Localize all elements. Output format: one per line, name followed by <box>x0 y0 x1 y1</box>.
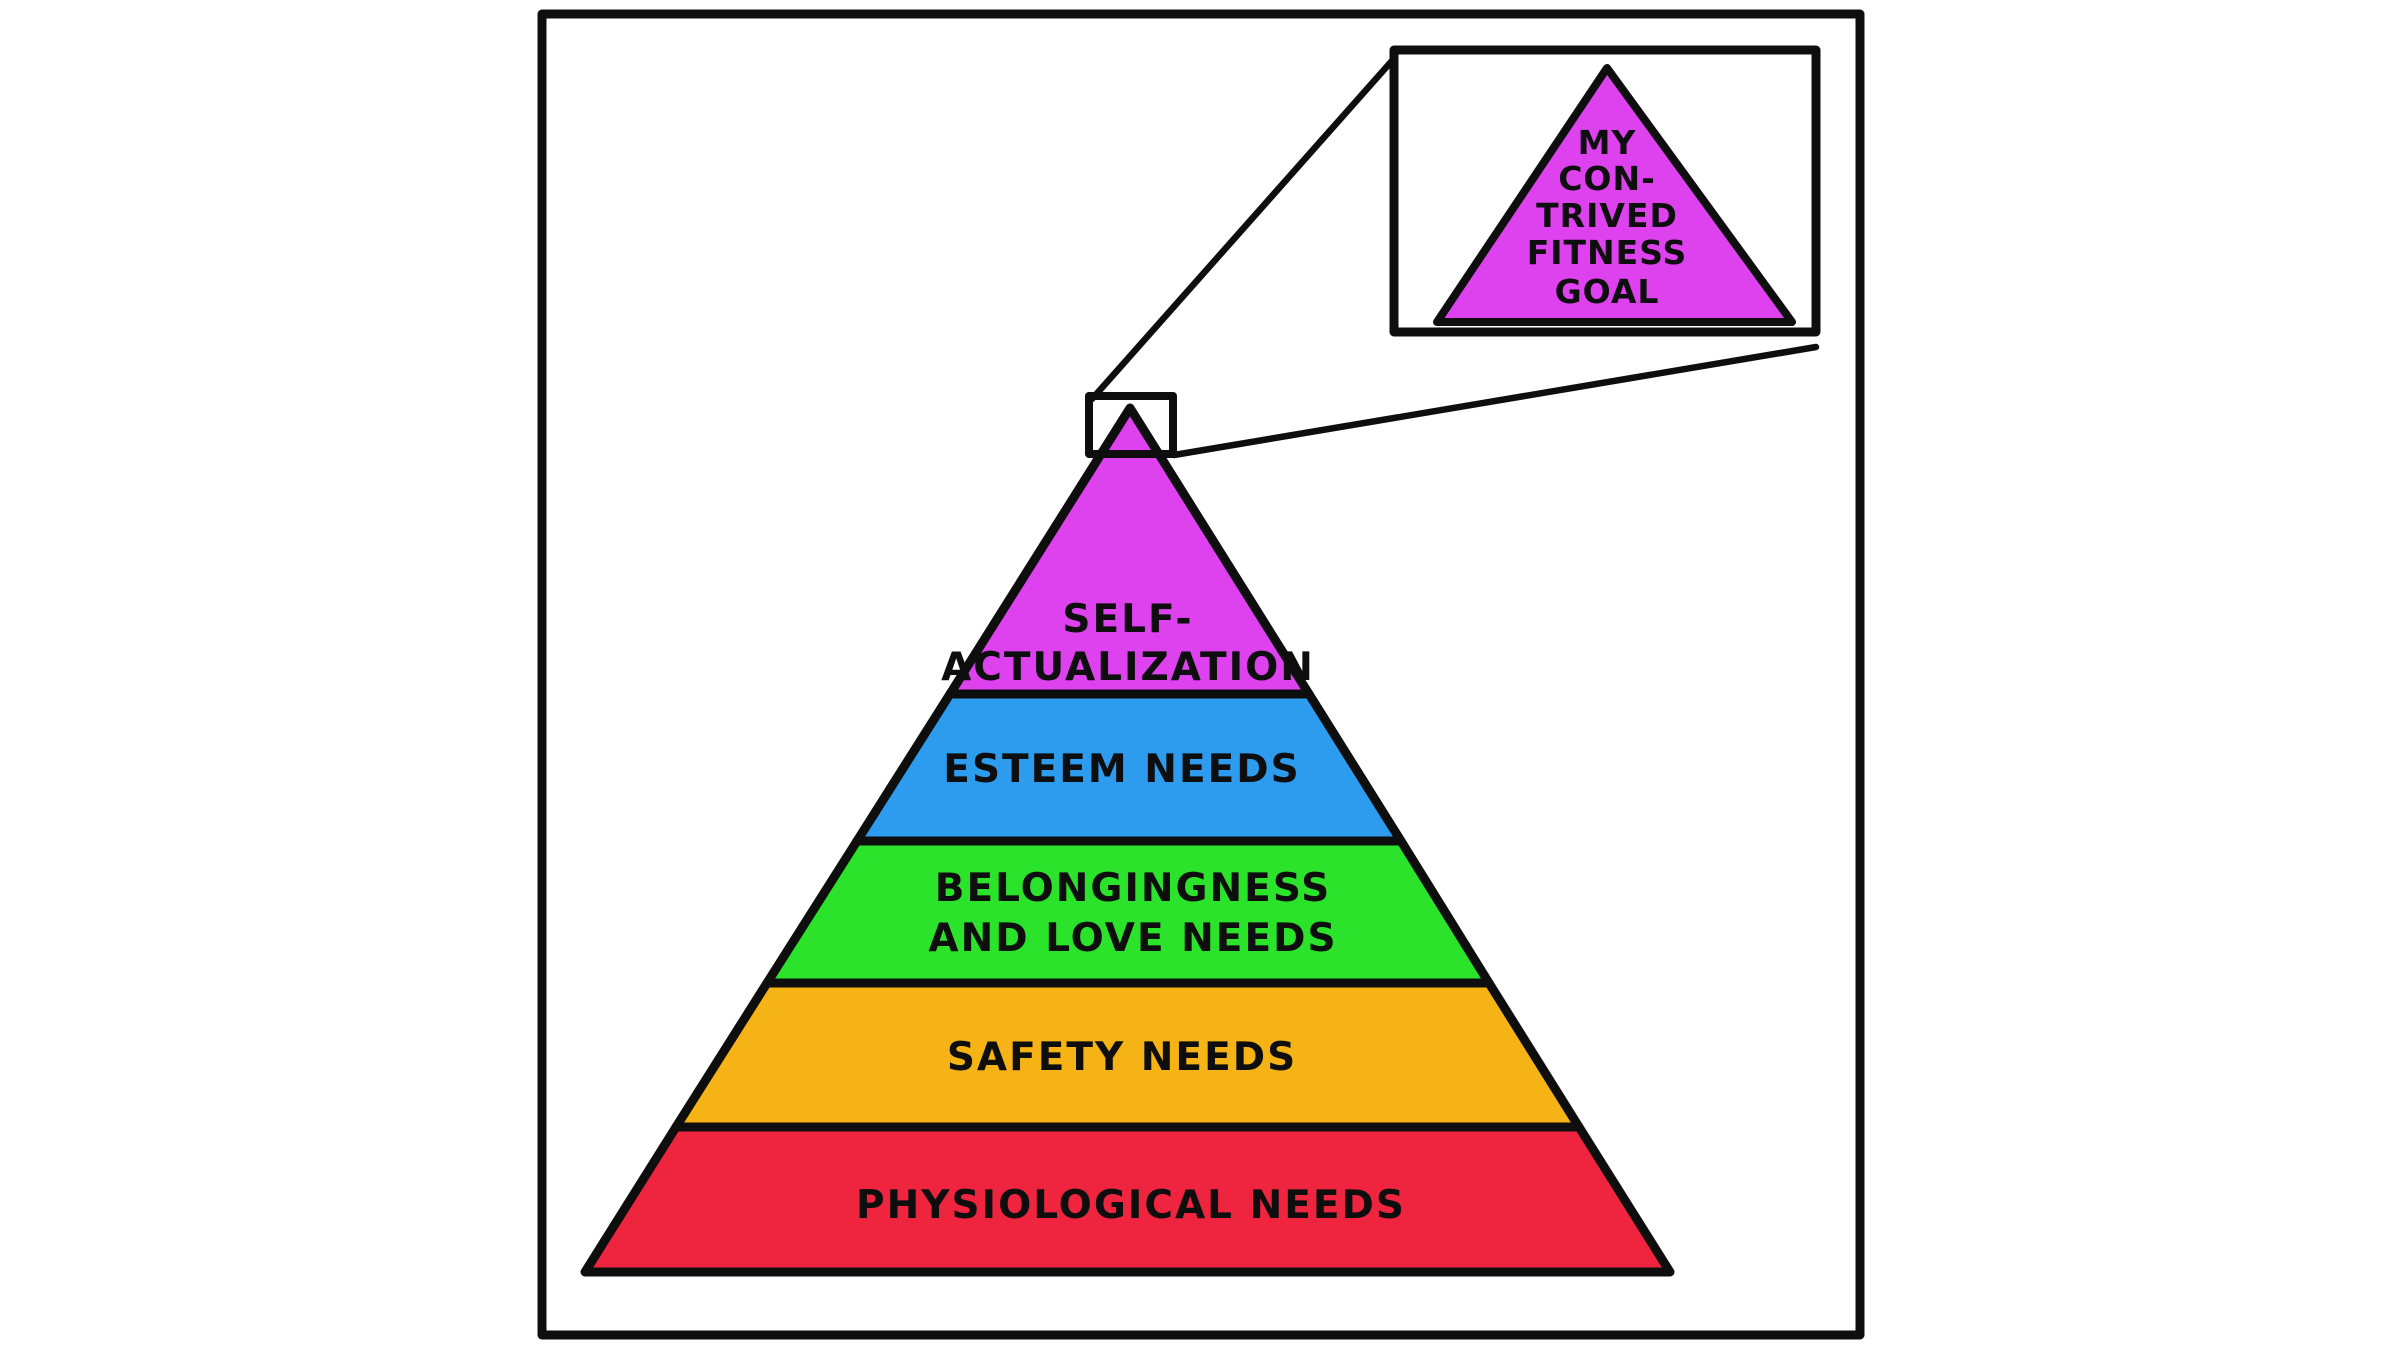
label-self-actualization-line-1: SELF- <box>1062 597 1193 642</box>
inset-label-line-2: CON- <box>1558 159 1656 198</box>
label-belongingness-line-1: BELONGINGNESS <box>935 866 1332 911</box>
inset-label-line-4: FITNESS <box>1527 233 1688 272</box>
inset-label-line-5: GOAL <box>1555 272 1660 311</box>
inset-goal-triangle <box>1433 64 1796 326</box>
inset-label-line-3: TRIVED <box>1536 196 1678 235</box>
label-esteem-needs: ESTEEM NEEDS <box>943 747 1300 792</box>
tip-zoom-rectangle <box>1085 392 1177 458</box>
label-self-actualization-line-2: ACTUALIZATION <box>941 645 1315 690</box>
callout-line-lower <box>1170 343 1820 459</box>
callout-line-upper <box>1088 50 1402 403</box>
pyramid-level-physiological-needs <box>580 1122 1675 1277</box>
inset-label-line-1: MY <box>1578 123 1637 162</box>
label-physiological-needs: PHYSIOLOGICAL NEEDS <box>856 1183 1406 1228</box>
pyramid-level-belongingness <box>762 836 1494 988</box>
label-safety-needs: SAFETY NEEDS <box>947 1035 1297 1080</box>
label-belongingness-line-2: AND LOVE NEEDS <box>928 916 1337 961</box>
